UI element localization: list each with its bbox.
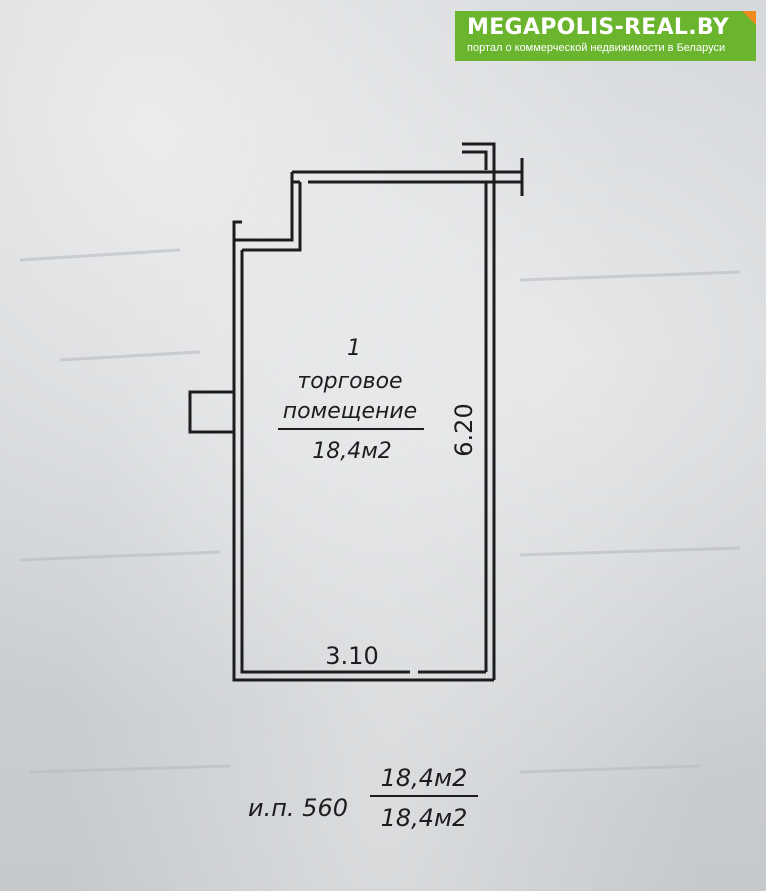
room-name-line2: помещение <box>283 399 417 424</box>
banner-brand: MEGAPOLIS-REAL.BY <box>467 15 729 40</box>
left-bottom-wall-inner <box>240 250 410 674</box>
notch-inner <box>242 182 302 252</box>
room-number: 1 <box>347 336 361 361</box>
walls <box>232 142 524 682</box>
summary-area-top: 18,4м2 <box>381 764 468 792</box>
left-bottom-wall-outer <box>232 222 418 682</box>
banner-tagline: портал о коммерческой недвижимости в Бел… <box>467 42 726 54</box>
dimension-width: 3.10 <box>325 642 378 670</box>
summary-label: и.п. 560 <box>248 794 348 822</box>
background-noise <box>19 248 741 774</box>
right-wall-top-stub-inner <box>462 150 488 170</box>
room-area: 18,4м2 <box>312 439 392 464</box>
room-name-line1: торговое <box>297 369 402 394</box>
site-banner[interactable]: MEGAPOLIS-REAL.BY портал о коммерческой … <box>455 11 756 61</box>
summary-area-bottom: 18,4м2 <box>381 804 468 832</box>
banner-corner-accent <box>742 11 756 25</box>
notch-outer <box>232 172 294 242</box>
right-wall-top-stub <box>462 142 496 170</box>
wall-box-fixture <box>188 390 236 434</box>
dimension-length: 6.20 <box>450 403 478 456</box>
